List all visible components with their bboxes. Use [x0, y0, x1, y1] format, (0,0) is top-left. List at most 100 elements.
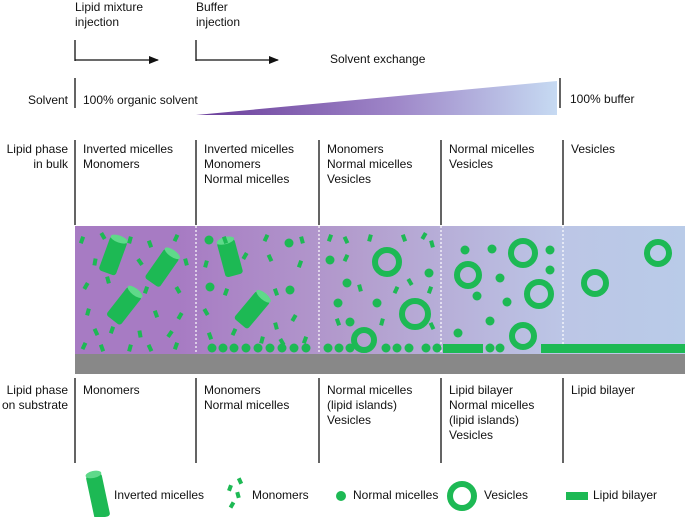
monomer: [342, 253, 350, 263]
bulk-col-4: Normal micelles Vesicles: [449, 142, 535, 171]
monomer: [82, 281, 90, 291]
monomer: [127, 236, 133, 244]
normal-micelle: [460, 245, 470, 255]
monomer: [146, 240, 154, 248]
monomer: [379, 318, 385, 326]
column-separators: [74, 78, 564, 463]
normal-micelle: [453, 328, 463, 338]
bulk-row-label: Lipid phase in bulk: [6, 142, 68, 171]
monomer: [152, 310, 160, 318]
normal-micelle: [207, 343, 217, 353]
normal-micelle: [289, 343, 299, 353]
solvent-row-label: Solvent: [27, 93, 68, 107]
monomer: [262, 233, 270, 243]
legend-vesicles-label: Vesicles: [484, 488, 529, 502]
monomer: [142, 286, 150, 294]
substrate-col-1: Monomers: [83, 383, 140, 397]
normal-micelle: [545, 265, 555, 275]
vesicle: [508, 238, 538, 268]
legend-normal-micelle-icon: [336, 491, 346, 501]
monomer: [222, 288, 230, 296]
normal-micelle: [432, 343, 442, 353]
monomer: [299, 236, 305, 244]
substrate-col-5: Lipid bilayer: [571, 383, 636, 397]
lipid-injection-label: Lipid mixture injection: [75, 0, 144, 29]
lipid-bilayer: [443, 344, 483, 353]
lipid-injection-arrow: [74, 40, 159, 64]
solution-panel: [75, 226, 685, 354]
monomer: [202, 307, 210, 317]
normal-micelle: [545, 245, 555, 255]
monomer: [99, 231, 107, 241]
normal-micelle: [323, 343, 333, 353]
normal-micelle: [325, 255, 335, 265]
normal-micelle: [277, 343, 287, 353]
substrate-row-label: Lipid phase on substrate: [1, 383, 68, 412]
monomer: [80, 341, 88, 351]
normal-micelle: [421, 343, 431, 353]
vesicle: [351, 327, 377, 353]
bulk-col-1: Inverted micelles Monomers: [83, 142, 174, 171]
legend-monomer-icon: [227, 477, 244, 509]
normal-micelle: [218, 343, 228, 353]
legend-bilayer-label: Lipid bilayer: [593, 488, 658, 502]
lipid-bilayer: [541, 344, 563, 353]
monomer: [426, 286, 434, 294]
monomer: [206, 332, 214, 340]
vesicle: [372, 247, 402, 277]
normal-micelle: [424, 268, 434, 278]
normal-micelle: [301, 343, 311, 353]
legend-vesicle-icon: [447, 481, 477, 511]
monomer: [98, 344, 106, 352]
monomer: [108, 326, 116, 334]
organic-solvent-label: 100% organic solvent: [83, 93, 198, 107]
monomer: [259, 336, 265, 344]
solvent-gradient-wedge: [196, 81, 557, 115]
monomer: [92, 258, 98, 266]
substrate: [75, 354, 685, 374]
legend-normal-label: Normal micelles: [353, 488, 439, 502]
normal-micelle: [241, 343, 251, 353]
monomer: [174, 285, 182, 295]
normal-micelle: [372, 298, 382, 308]
vesicle: [644, 239, 672, 267]
monomer: [266, 253, 274, 263]
monomer: [290, 313, 298, 323]
bulk-col-5: Vesicles: [571, 142, 616, 156]
solvent-exchange-label: Solvent exchange: [330, 52, 426, 66]
monomer: [127, 344, 133, 352]
normal-micelle: [204, 235, 214, 245]
legend-monomers-label: Monomers: [252, 488, 309, 502]
monomer: [428, 321, 436, 331]
monomer: [172, 233, 180, 243]
normal-micelle: [265, 343, 275, 353]
monomer: [230, 327, 238, 337]
monomer: [172, 342, 180, 350]
normal-micelle: [381, 343, 391, 353]
legend-graphics: [85, 470, 588, 517]
normal-micelle: [472, 291, 482, 301]
normal-micelle: [495, 273, 505, 283]
vesicle: [581, 269, 609, 297]
normal-micelle: [495, 343, 505, 353]
monomer: [296, 260, 304, 268]
bulk-col-3: Monomers Normal micelles Vesicles: [327, 142, 413, 186]
legend-bilayer-icon: [566, 492, 588, 500]
monomer: [166, 329, 174, 339]
normal-micelle: [229, 343, 239, 353]
vesicle: [454, 261, 482, 289]
monomer: [420, 231, 428, 241]
normal-micelle: [404, 343, 414, 353]
monomer: [273, 322, 279, 330]
bulk-col-2: Inverted micelles Monomers Normal micell…: [204, 142, 295, 186]
monomer: [272, 288, 280, 296]
normal-micelle: [487, 244, 497, 254]
monomer: [392, 285, 400, 295]
legend-inverted-micelle-icon: [85, 470, 110, 517]
vesicle: [399, 298, 431, 330]
monomer: [429, 240, 435, 248]
monomer: [406, 277, 414, 287]
vesicle: [509, 322, 537, 350]
lipid-bilayer: [563, 344, 685, 353]
normal-micelle: [345, 343, 355, 353]
